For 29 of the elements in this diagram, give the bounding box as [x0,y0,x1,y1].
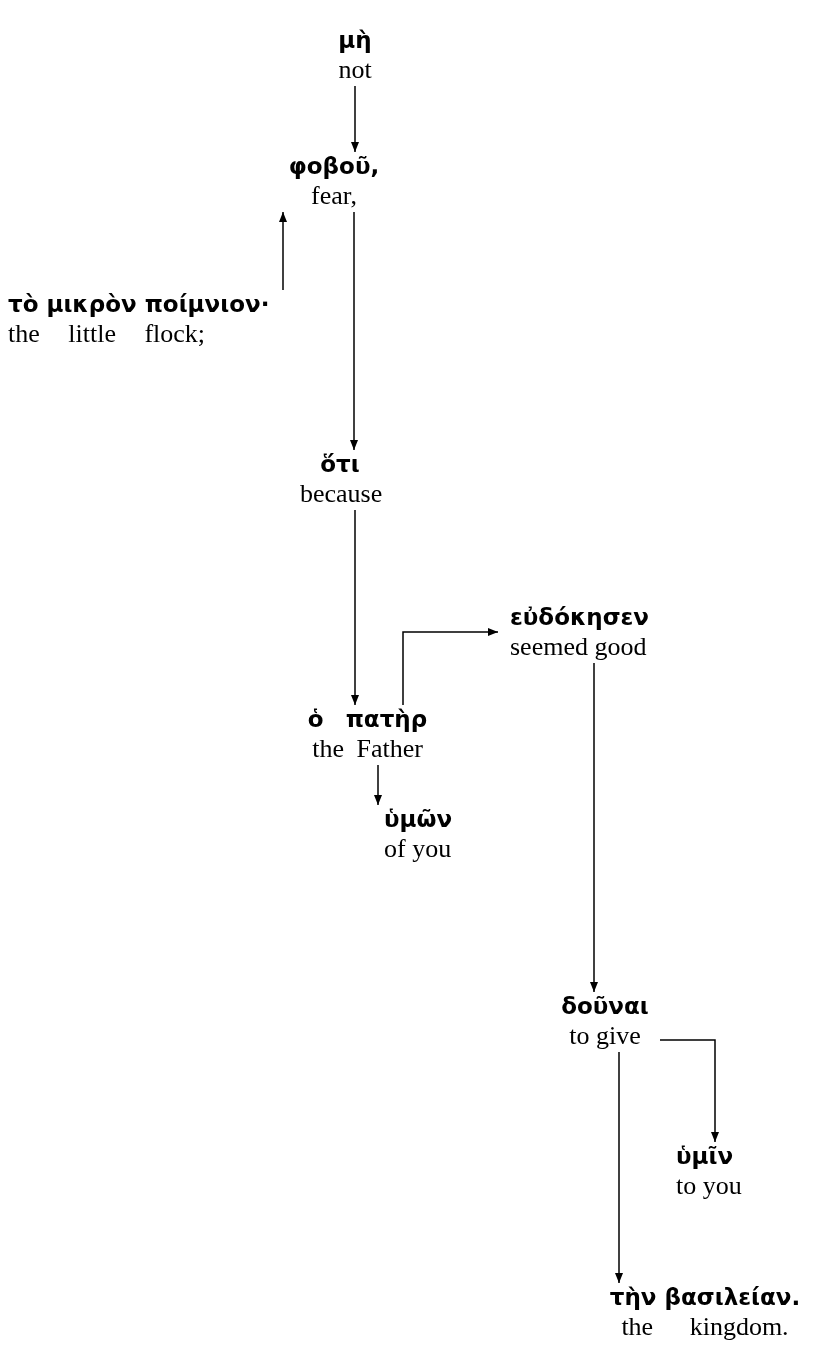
arrow [351,85,359,153]
arrow [279,211,287,291]
english-gloss: because [300,478,380,510]
greek-word: ὑμῖν [676,1142,735,1170]
english-gloss: of you [384,833,453,865]
greek-word: ὁ πατὴρ [306,705,429,733]
english-gloss: the Father [311,733,424,765]
greek-word: δοῦναι [560,992,650,1020]
english-gloss: fear, [310,180,358,212]
english-gloss: to give [568,1020,642,1052]
english-gloss: not [337,54,373,86]
greek-word: μὴ [337,26,373,54]
arrow [351,509,359,706]
greek-word: φοβοῦ, [287,152,381,180]
arrow [615,1051,623,1284]
greek-word: εὐδόκησεν [510,603,651,631]
english-gloss: to you [676,1170,743,1202]
english-gloss: the kingdom. [620,1311,790,1343]
arrow [659,1039,719,1143]
arrow [590,662,598,993]
greek-word: ὑμῶν [384,805,454,833]
english-gloss: the little flock; [8,318,207,350]
english-gloss: seemed good [510,631,648,663]
greek-word: τὸ μικρὸν ποίμνιον· [8,290,271,318]
arrow [374,764,382,806]
arrow [350,211,358,451]
greek-word: ὅτι [319,450,361,478]
arrow [402,628,499,706]
greek-word: τὴν βασιλείαν. [608,1283,802,1311]
